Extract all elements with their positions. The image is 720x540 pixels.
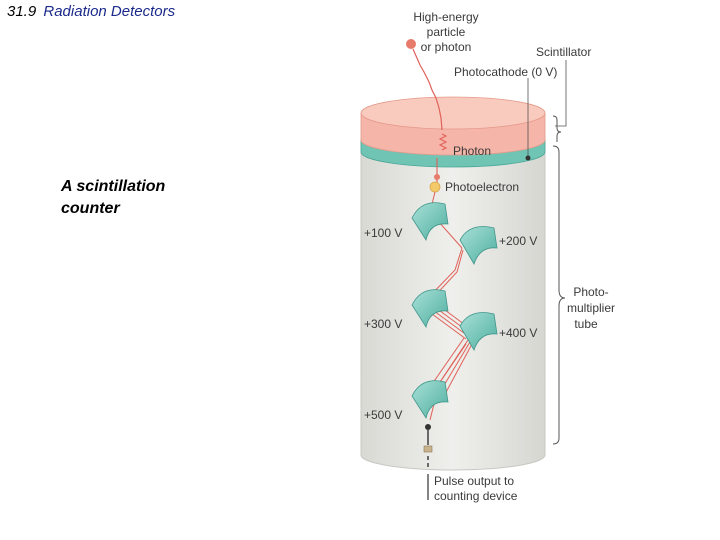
output-label-line2: counting device xyxy=(434,489,518,503)
dynode-1-voltage: +100 V xyxy=(364,226,402,240)
diagram-caption: A scintillation counter xyxy=(61,178,166,217)
slide-header: 31.9 Radiation Detectors xyxy=(7,3,175,20)
section-title: Radiation Detectors xyxy=(43,3,176,20)
photocathode-label: Photocathode (0 V) xyxy=(454,65,557,79)
scintillator-label: Scintillator xyxy=(536,45,591,59)
dynode-2 xyxy=(459,226,498,265)
tube-label-line1: Photo- xyxy=(573,285,608,299)
photomultiplier-tube xyxy=(360,137,546,471)
photoelectron-label: Photoelectron xyxy=(445,180,519,194)
scintillator-crystal xyxy=(360,96,546,156)
anode-output xyxy=(423,424,433,500)
particle-label-line3: or photon xyxy=(421,40,472,54)
particle-label-line2: particle xyxy=(427,25,466,39)
output-label-line1: Pulse output to xyxy=(434,474,514,488)
dynode-2-voltage: +200 V xyxy=(499,234,537,248)
section-number: 31.9 xyxy=(7,3,37,20)
dynode-3 xyxy=(411,289,449,329)
dynode-1 xyxy=(411,202,449,242)
particle-label-line1: High-energy xyxy=(413,10,478,24)
tube-label-line3: tube xyxy=(574,317,598,331)
dynode-4 xyxy=(459,312,498,351)
dynode-5 xyxy=(411,380,449,420)
tube-label-line2: multiplier xyxy=(567,301,615,315)
scintillator-brace xyxy=(552,115,562,142)
particle-track xyxy=(406,39,448,185)
leader-lines xyxy=(525,60,567,161)
photon-label: Photon xyxy=(453,144,491,158)
photomultiplier-brace xyxy=(552,145,566,445)
photoelectron-dot xyxy=(429,181,441,193)
dynode-3-voltage: +300 V xyxy=(364,317,402,331)
dynode-4-voltage: +400 V xyxy=(499,326,537,340)
particle-icon xyxy=(406,39,416,49)
dynode-5-voltage: +500 V xyxy=(364,408,402,422)
